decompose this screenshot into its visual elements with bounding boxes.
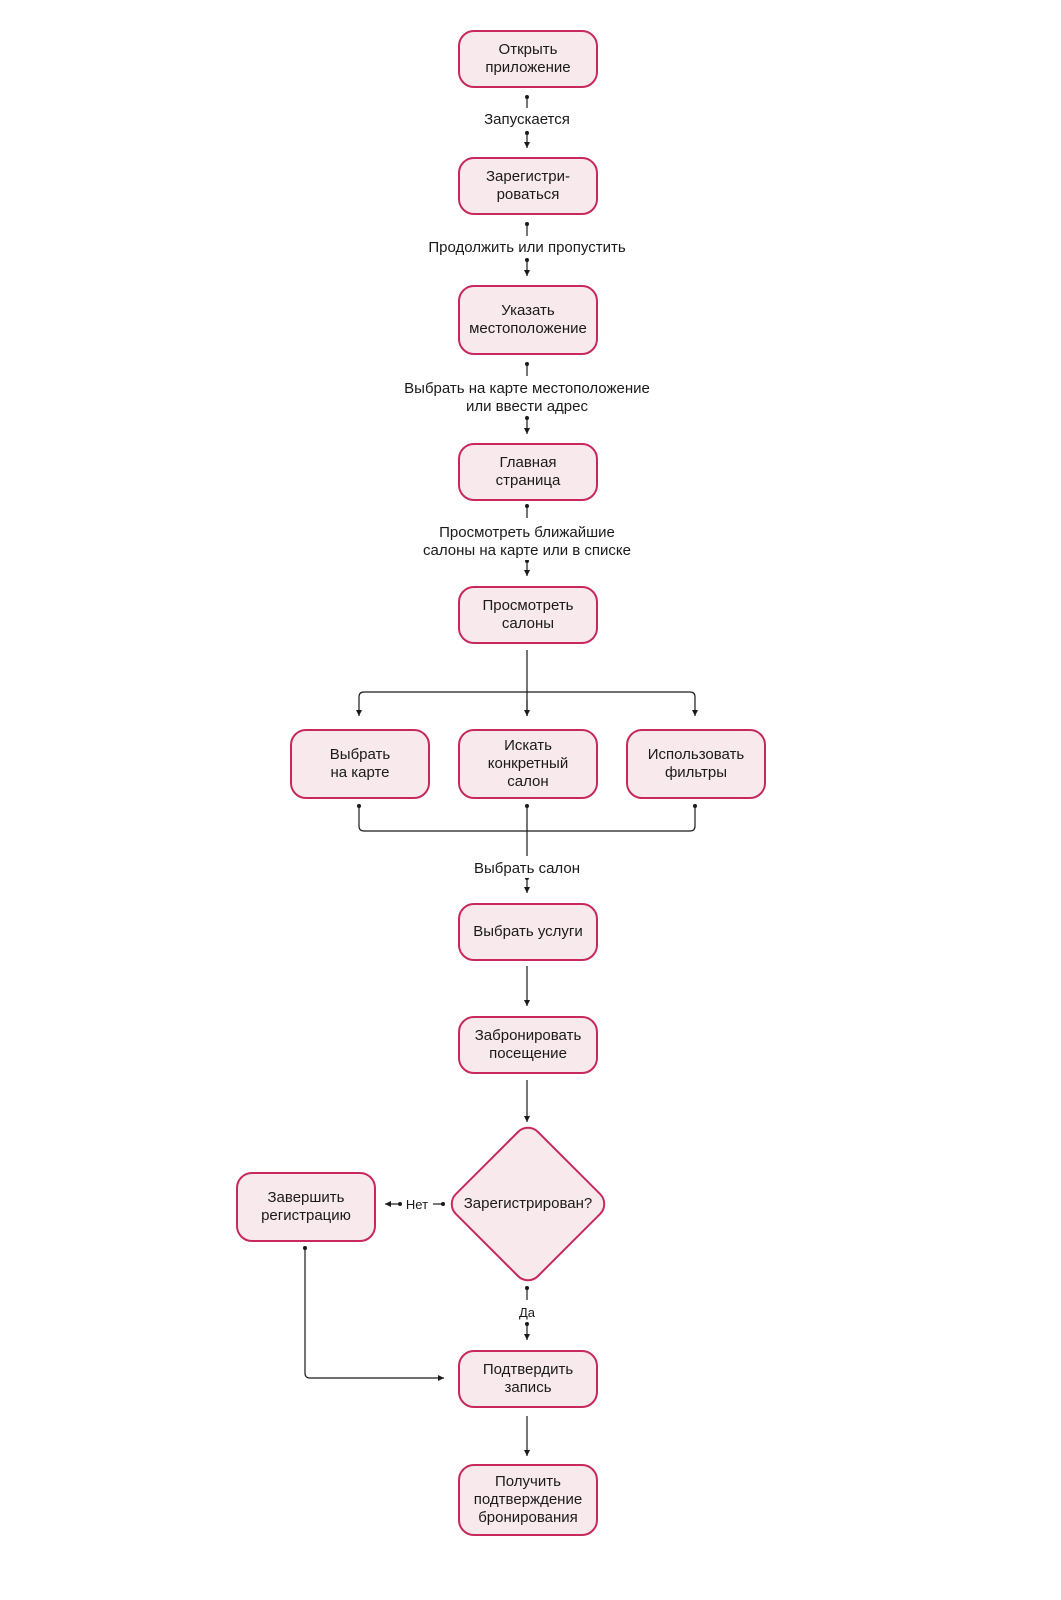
edge-merge-left <box>357 804 527 832</box>
node-home: Главная страница <box>458 443 598 501</box>
edge-split-right <box>527 691 698 716</box>
edge-label-launches: Запускается <box>427 111 627 129</box>
node-get-confirmation: Получить подтверждение бронирования <box>458 1464 598 1536</box>
edge-label-view-nearby: Просмотреть ближайшие салоны на карте ил… <box>397 524 657 560</box>
edge-finish-to-confirm <box>303 1246 444 1381</box>
node-search-salon: Искать конкретный салон <box>458 729 598 799</box>
node-use-filters: Использовать фильтры <box>626 729 766 799</box>
edge-label-choose-salon: Выбрать салон <box>447 860 607 878</box>
node-confirm-booking: Подтвердить запись <box>458 1350 598 1408</box>
node-finish-registration: Завершить регистрацию <box>236 1172 376 1242</box>
edge-label-continue-or-skip: Продолжить или пропустить <box>397 239 657 257</box>
node-location: Указать местоположение <box>458 285 598 355</box>
node-registered-question: Зарегистрирован? <box>463 1195 593 1212</box>
node-choose-services: Выбрать услуги <box>458 903 598 961</box>
edge-merge-right <box>527 804 697 832</box>
edge-label-yes: Да <box>512 1304 542 1322</box>
node-book-visit: Забронировать посещение <box>458 1016 598 1074</box>
edge-label-choose-location: Выбрать на карте местоположение или ввес… <box>377 380 677 416</box>
node-register: Зарегистри- роваться <box>458 157 598 215</box>
node-choose-on-map: Выбрать на карте <box>290 729 430 799</box>
decision-diamond <box>450 1126 606 1282</box>
edge-label-no: Нет <box>402 1196 432 1214</box>
node-open-app: Открыть приложение <box>458 30 598 88</box>
edge-split-left <box>356 691 527 716</box>
node-view-salons: Просмотреть салоны <box>458 586 598 644</box>
